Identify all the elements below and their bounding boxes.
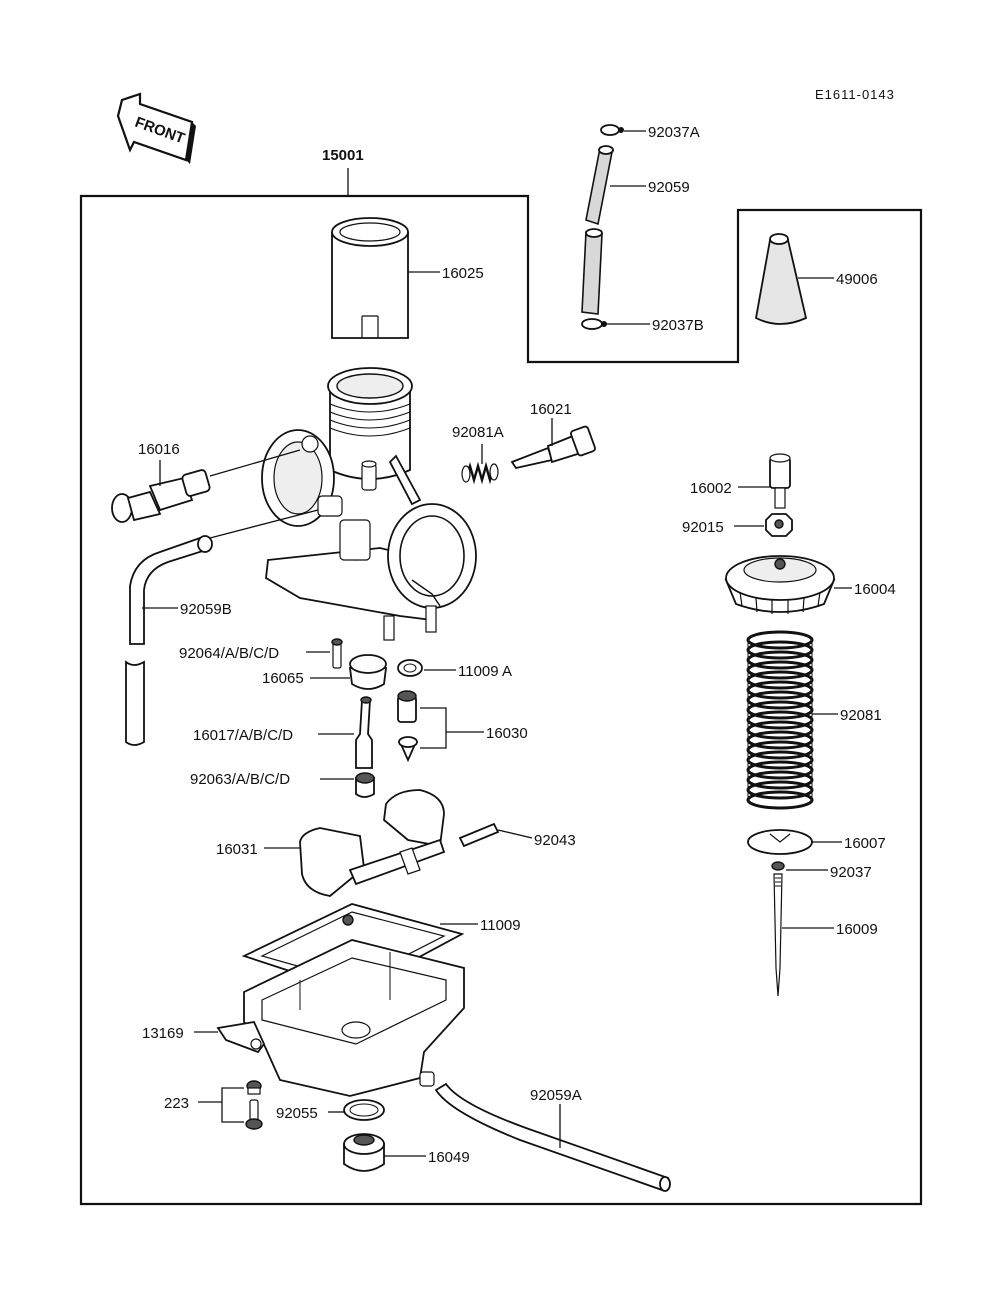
- carburetor-top-cap: [724, 555, 836, 614]
- pilot-jet-and-float-valve: [397, 690, 418, 763]
- idle-screw-spring: [461, 461, 499, 485]
- part-label-16007: 16007: [844, 835, 886, 852]
- bowl-screws: [245, 1080, 263, 1130]
- part-label-223: 223: [164, 1095, 189, 1112]
- needle-clip: [771, 861, 785, 871]
- drain-plug-set: [343, 1099, 385, 1172]
- starter-plunger: [111, 469, 211, 523]
- part-label-16017: 16017/A/B/C/D: [193, 727, 293, 744]
- part-label-16025: 16025: [442, 265, 484, 282]
- float: [299, 789, 446, 897]
- bowl-bracket: [216, 1020, 266, 1054]
- assembly-frame: [79, 194, 923, 1206]
- float-pin: [458, 822, 500, 848]
- part-label-92015: 92015: [682, 519, 724, 536]
- idle-adjust-screw: [510, 425, 596, 470]
- front-arrow-icon: FRONT: [116, 92, 196, 164]
- float-bowl: [243, 939, 465, 1097]
- part-label-92081: 92081: [840, 707, 882, 724]
- part-label-92037: 92037: [830, 864, 872, 881]
- part-label-49006: 49006: [836, 271, 878, 288]
- part-label-11009: 11009: [480, 917, 521, 934]
- part-label-16030: 16030: [486, 725, 528, 742]
- part-label-92059A: 92059A: [530, 1087, 582, 1104]
- throttle-slide: [331, 217, 409, 339]
- part-label-16009: 16009: [836, 921, 878, 938]
- overflow-tube: [125, 535, 213, 746]
- part-label-92037B: 92037B: [652, 317, 704, 334]
- part-label-92064: 92064/A/B/C/D: [179, 645, 279, 662]
- part-label-92043: 92043: [534, 832, 576, 849]
- part-label-16031: 16031: [216, 841, 258, 858]
- cable-adjuster: [769, 453, 791, 509]
- part-label-92063: 92063/A/B/C/D: [190, 771, 290, 788]
- part-label-16004: 16004: [854, 581, 896, 598]
- needle-jet-holder-set: [331, 638, 423, 690]
- part-label-13169: 13169: [142, 1025, 184, 1042]
- part-label-16049: 16049: [428, 1149, 470, 1166]
- part-label-92037A: 92037A: [648, 124, 700, 141]
- vent-tube: [581, 124, 624, 330]
- part-label-92081A: 92081A: [452, 424, 504, 441]
- carburetor-body: [261, 367, 477, 641]
- part-label-16016: 16016: [138, 441, 180, 458]
- needle-jet: [355, 696, 375, 798]
- assembly-number: 15001: [322, 147, 364, 164]
- adjuster-nut: [765, 513, 793, 537]
- diagram-code: E1611-0143: [815, 87, 895, 102]
- drain-tube: [434, 1082, 671, 1192]
- part-label-92059: 92059: [648, 179, 690, 196]
- part-label-16065: 16065: [262, 670, 304, 687]
- part-label-16002: 16002: [690, 480, 732, 497]
- part-label-16021: 16021: [530, 401, 572, 418]
- part-label-92055: 92055: [276, 1105, 318, 1122]
- needle-retainer-plate: [747, 829, 813, 855]
- cable-boot: [754, 233, 808, 325]
- jet-needle: [773, 873, 783, 997]
- part-label-11009A: 11009 A: [458, 663, 512, 680]
- part-label-92059B: 92059B: [180, 601, 232, 618]
- throttle-spring: [746, 630, 814, 810]
